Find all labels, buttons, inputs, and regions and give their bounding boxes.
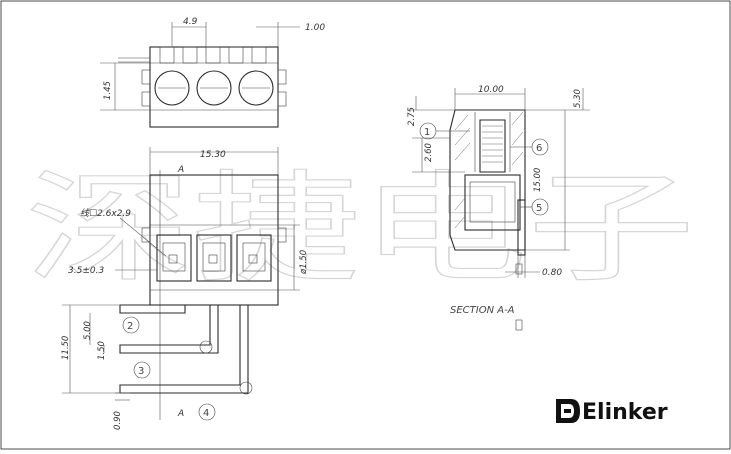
callout-1: 1 (424, 127, 430, 138)
dim-top-height: 1.45 (103, 81, 113, 100)
dim-offset: 3.5±0.3 (68, 266, 104, 276)
callout-4: 4 (203, 408, 209, 419)
dim-pin: 0.90 (113, 411, 123, 430)
dim-pitch: 4.9 (183, 17, 198, 27)
brand-name: Elinker (582, 400, 668, 425)
watermark-text: 深捷电子 (25, 160, 695, 299)
dim-wire: 线☐2.6x2.9 (80, 208, 131, 219)
section-marker-bottom: A (177, 409, 184, 419)
top-view (118, 46, 287, 128)
dim-sec-1500: 15.00 (533, 168, 543, 192)
section-label: SECTION A-A (450, 305, 515, 316)
dim-width: 15.30 (200, 150, 226, 160)
dim-hole: ø1.50 (299, 250, 309, 275)
dim-h500: 5.00 (83, 321, 93, 340)
section-marker-top: A (177, 165, 184, 175)
dim-sec-080: 0.80 (542, 268, 562, 278)
callout-6: 6 (536, 143, 542, 154)
elinker-logo-icon (556, 399, 580, 423)
dim-sec-260: 2.60 (424, 143, 434, 162)
callout-3: 3 (138, 366, 144, 377)
brand-logo: Elinker (556, 399, 668, 425)
dim-h150: 1.50 (97, 341, 107, 360)
callout-2: 2 (127, 321, 133, 332)
dim-total-height: 11.50 (61, 336, 71, 360)
dim-sec-530: 5.30 (573, 89, 583, 108)
dim-sec-275: 2.75 (407, 107, 417, 126)
dim-overhang: 1.00 (305, 23, 325, 33)
callout-5: 5 (536, 203, 542, 214)
dim-sec-width: 10.00 (478, 85, 504, 95)
